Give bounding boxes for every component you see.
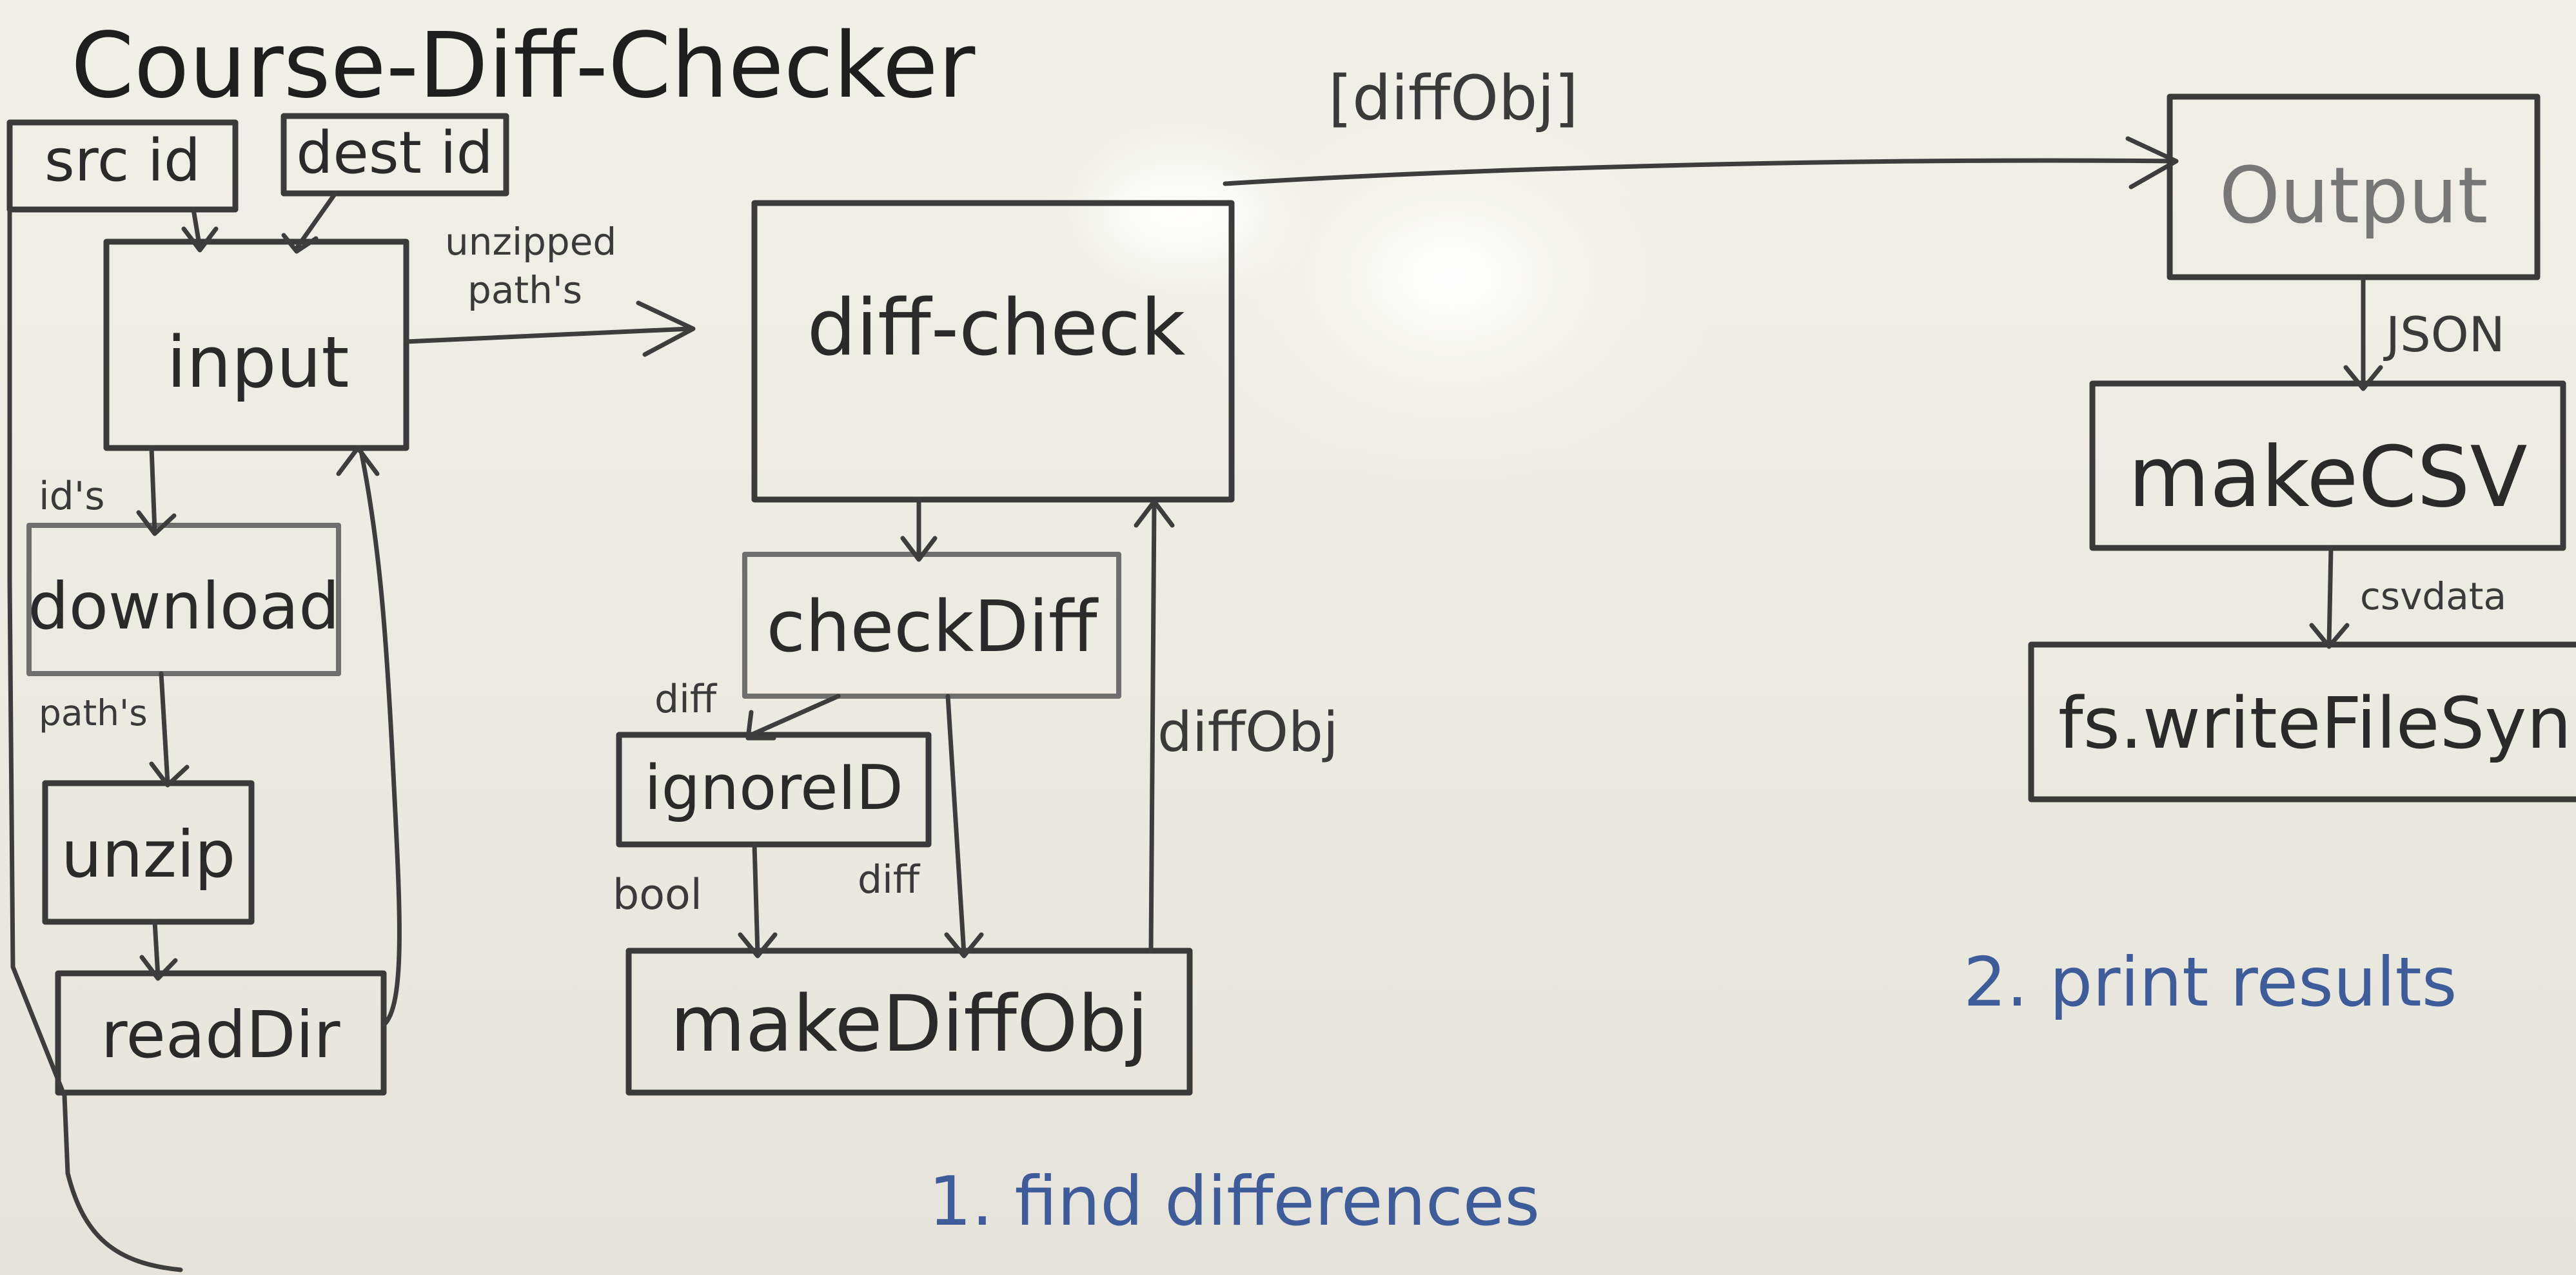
step-find-differences: 1. find differences <box>929 1162 1540 1241</box>
node-src-id: src id <box>6 119 239 213</box>
svg-text:ignoreID: ignoreID <box>644 753 903 824</box>
node-download: download <box>26 523 341 676</box>
svg-text:makeDiffObj: makeDiffObj <box>670 980 1148 1069</box>
svg-text:makeCSV: makeCSV <box>2128 428 2527 526</box>
svg-text:src id: src id <box>44 127 201 195</box>
svg-text:readDir: readDir <box>101 997 340 1073</box>
svg-text:path's: path's <box>467 268 582 312</box>
diagram-title: Course-Diff-Checker <box>71 14 976 119</box>
edge-readdir-to-input <box>336 445 402 1027</box>
edge-unzip-to-readdir <box>139 919 178 981</box>
step-print-results: 2. print results <box>1963 943 2457 1022</box>
glare-spot <box>1090 155 1270 271</box>
node-dest-id: dest id <box>280 113 509 197</box>
node-checkdiff: checkDiff <box>742 552 1121 699</box>
svg-text:diff-check: diff-check <box>807 284 1186 373</box>
node-input: input <box>103 238 409 451</box>
svg-text:Output: Output <box>2219 151 2488 241</box>
node-unzip: unzip <box>42 780 255 925</box>
svg-text:path's: path's <box>39 692 148 734</box>
svg-text:download: download <box>28 569 340 644</box>
node-diff-check: diff-check <box>751 200 1235 503</box>
edge-dest-to-input <box>281 191 338 254</box>
edge-ignoreid-to-makediffobj: bool <box>613 842 778 959</box>
node-readdir: readDir <box>55 970 387 1096</box>
svg-text:bool: bool <box>613 871 702 919</box>
svg-text:checkDiff: checkDiff <box>766 585 1098 668</box>
svg-text:csvdata: csvdata <box>2360 574 2506 618</box>
edge-input-to-download: id's <box>39 445 177 536</box>
edge-diffcheck-to-checkdiff <box>900 497 938 562</box>
edge-output-to-makecsv: JSON <box>2343 275 2505 391</box>
svg-text:diff: diff <box>654 677 718 722</box>
edge-makediffobj-to-diffcheck: diffObj <box>1134 499 1339 953</box>
edge-diffcheck-to-output: [diffObj] <box>1223 63 2179 190</box>
svg-text:diffObj: diffObj <box>1157 701 1339 764</box>
svg-text:dest id: dest id <box>296 119 493 187</box>
outer-loop-line <box>7 207 183 1272</box>
svg-text:input: input <box>167 321 349 404</box>
svg-text:[diffObj]: [diffObj] <box>1328 63 1578 134</box>
edge-input-to-diffcheck: unzipped path's <box>404 220 696 357</box>
svg-text:diff: diff <box>858 857 921 902</box>
node-makecsv: makeCSV <box>2089 380 2566 551</box>
edge-download-to-unzip: path's <box>39 671 190 788</box>
edge-src-to-input <box>181 207 219 253</box>
node-makediffobj: makeDiffObj <box>625 948 1193 1096</box>
svg-text:unzipped: unzipped <box>445 220 616 264</box>
node-writefile: fs.writeFileSyn <box>2028 641 2576 803</box>
svg-text:unzip: unzip <box>61 817 236 892</box>
edge-makecsv-to-writefile: csvdata <box>2309 545 2506 649</box>
edge-checkdiff-to-makediffobj: diff <box>858 694 984 959</box>
svg-text:fs.writeFileSyn: fs.writeFileSyn <box>2058 682 2571 764</box>
edge-checkdiff-to-ignoreid: diff <box>654 677 841 741</box>
node-output: Output <box>2167 93 2541 280</box>
svg-text:id's: id's <box>39 474 105 519</box>
svg-text:JSON: JSON <box>2383 306 2505 363</box>
node-ignoreid: ignoreID <box>616 732 932 848</box>
